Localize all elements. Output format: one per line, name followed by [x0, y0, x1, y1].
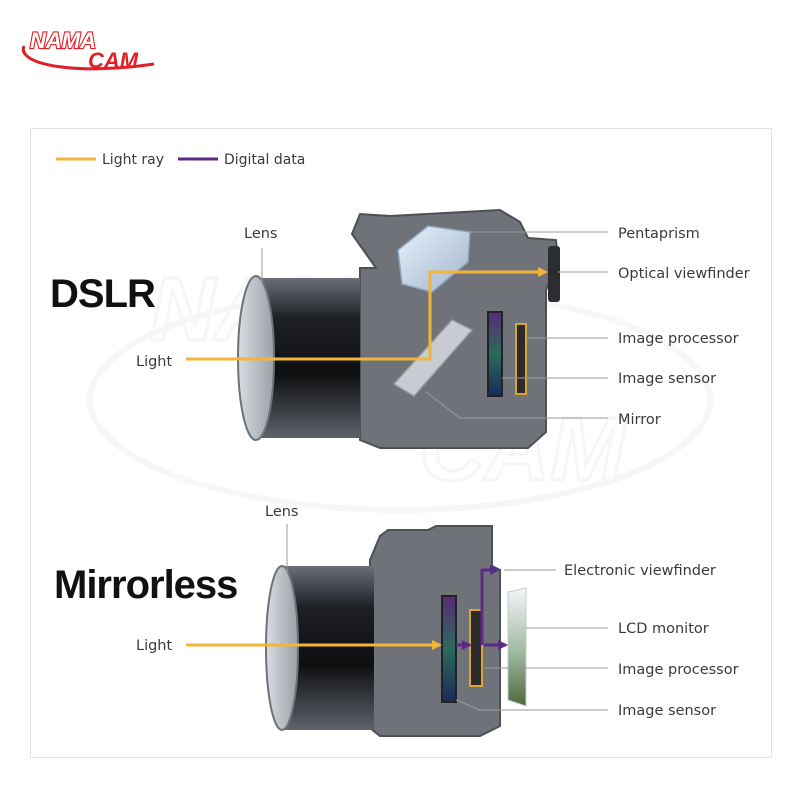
mirrorless-electronic-viewfinder-label: Electronic viewfinder: [564, 563, 716, 579]
dslr-lens-label: Lens: [244, 226, 278, 242]
mirrorless-lens-label: Lens: [265, 504, 299, 520]
mirrorless-digital-data-evf: [480, 565, 500, 645]
mirrorless-lcd-monitor: [507, 587, 527, 707]
dslr-pentaprism-label: Pentaprism: [618, 226, 700, 242]
dslr-optical-viewfinder-label: Optical viewfinder: [618, 266, 750, 282]
mirrorless-image-processor-label: Image processor: [618, 662, 739, 678]
dslr-light-label: Light: [136, 354, 173, 370]
mirrorless-image-sensor-label: Image sensor: [618, 703, 716, 719]
dslr-eyepiece: [548, 246, 560, 302]
dslr-section: DSLR Lens Light Pentaprism: [50, 208, 750, 449]
dslr-image-processor: [515, 323, 527, 395]
dslr-pentaprism: [397, 225, 471, 293]
legend-light-ray-label: Light ray: [102, 152, 164, 168]
dslr-image-sensor-label: Image sensor: [618, 371, 716, 387]
dslr-leader-lines: [261, 231, 608, 419]
legend-digital-data-label: Digital data: [224, 152, 305, 168]
mirrorless-title: Mirrorless: [54, 563, 237, 607]
mirrorless-leader-lines: [286, 524, 608, 711]
dslr-mirror: [392, 319, 474, 397]
dslr-light-ray: [186, 267, 548, 361]
dslr-title: DSLR: [50, 272, 156, 316]
mirrorless-lens: [265, 565, 374, 731]
mirrorless-light-label: Light: [136, 638, 173, 654]
svg-text:CAM: CAM: [88, 48, 139, 73]
mirrorless-section: Mirrorless Lens Light Electro: [54, 504, 739, 737]
mirrorless-lcd-monitor-label: LCD monitor: [618, 621, 709, 637]
legend: Light ray Digital data: [56, 152, 305, 168]
dslr-image-sensor: [487, 311, 503, 397]
mirrorless-image-sensor: [441, 595, 457, 703]
mirrorless-image-processor: [469, 609, 483, 687]
dslr-image-processor-label: Image processor: [618, 331, 739, 347]
dslr-mirror-label: Mirror: [618, 412, 661, 428]
svg-text:NAMA: NAMA: [30, 28, 96, 53]
namacam-logo: NAMA CAM: [21, 27, 155, 73]
